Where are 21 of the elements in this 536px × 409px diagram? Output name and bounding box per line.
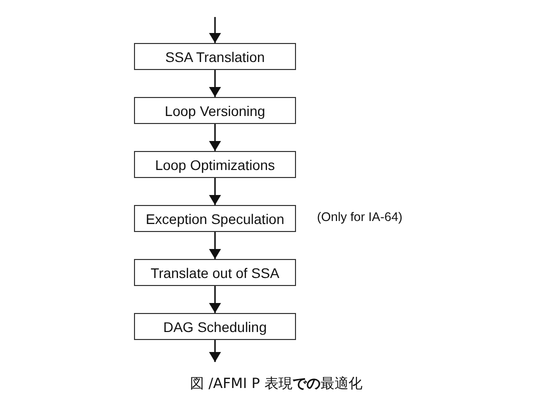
process-box [134,151,296,178]
side-note: (Only for IA-64) [317,210,402,224]
step-label: Exception Speculation [146,210,284,226]
step-label: DAG Scheduling [163,318,267,334]
arrow [209,124,221,151]
step-label: Loop Versioning [164,102,266,118]
arrow [209,17,221,43]
process-box [134,97,296,124]
arrow [209,178,221,205]
process-box [134,259,296,286]
step-label: Translate out of SSA [150,264,280,280]
arrow [209,286,221,313]
step-label: Loop Optimizations [155,156,275,172]
process-box [134,43,296,70]
arrow [209,232,221,259]
process-box [134,313,296,340]
process-box [134,205,296,232]
figure-caption: 図 /AFMI P 表現での最適化 [190,375,362,393]
arrow [209,70,221,97]
step-label: SSA Translation [165,48,265,64]
arrow [209,340,221,362]
